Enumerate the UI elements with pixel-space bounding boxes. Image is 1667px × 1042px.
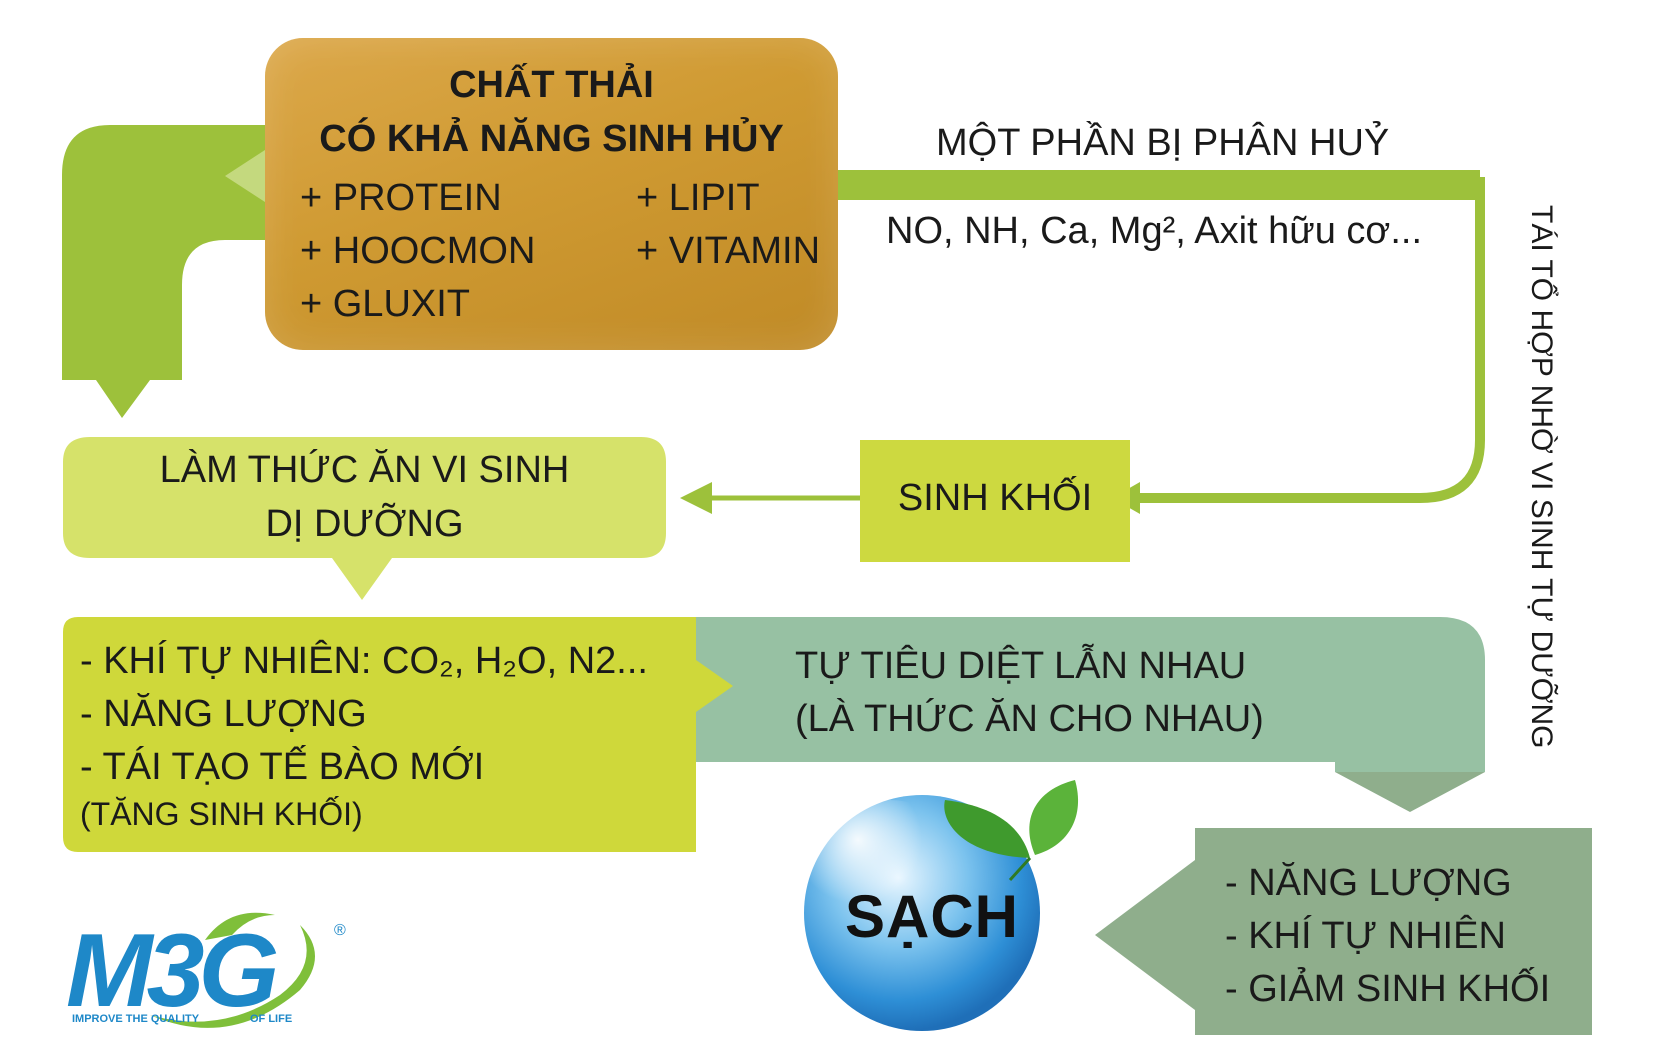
waste-title-line2: CÓ KHẢ NĂNG SINH HỦY: [319, 118, 784, 160]
logo-tagline-right: OF LIFE: [250, 1013, 293, 1025]
mutual-line1: TỰ TIÊU DIỆT LẪN NHAU: [795, 645, 1247, 687]
waste-item-gluxit: + GLUXIT: [300, 283, 470, 325]
decompose-products: NO, NH, Ca, Mg², Axit hữu cơ...: [886, 210, 1423, 252]
outputs-line2: - NĂNG LƯỢNG: [80, 693, 367, 735]
clean-label: SẠCH: [845, 883, 1020, 950]
outputs-line1: - KHÍ TỰ NHIÊN: CO₂, H₂O, N2...: [80, 640, 648, 682]
leaf-stem: [1008, 856, 1032, 882]
waste-item-vitamin: + VITAMIN: [636, 230, 821, 272]
outputs-line4: (TĂNG SINH KHỐI): [80, 796, 363, 832]
waste-title-line1: CHẤT THẢI: [449, 64, 654, 106]
logo-swoosh-icon: [150, 925, 315, 1028]
recombine-label: TÁI TỔ HỢP NHỜ VI SINH TỰ DƯỠNG: [1525, 205, 1558, 749]
left-return-arrow: [62, 125, 265, 418]
logo-tagline-left: IMPROVE THE QUALITY: [72, 1013, 200, 1025]
logo-arc-icon: [205, 912, 275, 940]
heterotroph-line2: DỊ DƯỠNG: [265, 503, 464, 545]
mutual-line2: (LÀ THỨC ĂN CHO NHAU): [795, 698, 1264, 740]
heterotroph-arrowhead: [680, 482, 712, 514]
waste-item-lipit: + LIPIT: [636, 177, 760, 219]
results-item-natural-gas: - KHÍ TỰ NHIÊN: [1225, 915, 1506, 957]
results-item-reduce-biomass: - GIẢM SINH KHỐI: [1225, 968, 1551, 1010]
waste-title: CHẤT THẢI CÓ KHẢ NĂNG SINH HỦY: [265, 58, 838, 166]
decompose-flow-band: [838, 170, 1480, 200]
leaf-right-icon: [1029, 780, 1079, 855]
waste-item-hoocmon: + HOOCMON: [300, 230, 536, 272]
mutual-down-arrow: [1335, 772, 1485, 812]
results-box-shape: [1095, 828, 1592, 1035]
waste-box: [265, 38, 838, 350]
logo-letters: M3G: [66, 913, 279, 1029]
leaf-left-icon: [944, 800, 1030, 858]
results-item-energy: - NĂNG LƯỢNG: [1225, 862, 1512, 904]
mutual-box-fill: [640, 617, 1485, 772]
biomass-label: SINH KHỐI: [897, 477, 1093, 519]
left-arrow-notch: [225, 150, 265, 202]
heterotroph-box-shape: [63, 437, 666, 600]
biomass-box: [860, 440, 1130, 562]
outputs-line3: - TÁI TẠO TẾ BÀO MỚI: [80, 746, 485, 788]
water-globe-shine: [810, 800, 970, 960]
waste-item-protein: + PROTEIN: [300, 177, 502, 219]
heterotroph-line1: LÀM THỨC ĂN VI SINH: [159, 449, 570, 491]
outputs-box-shape: [63, 617, 733, 852]
logo-registered: ®: [334, 922, 346, 939]
decompose-label: MỘT PHẦN BỊ PHÂN HUỶ: [936, 122, 1390, 164]
decompose-flow-line: [838, 177, 1485, 503]
